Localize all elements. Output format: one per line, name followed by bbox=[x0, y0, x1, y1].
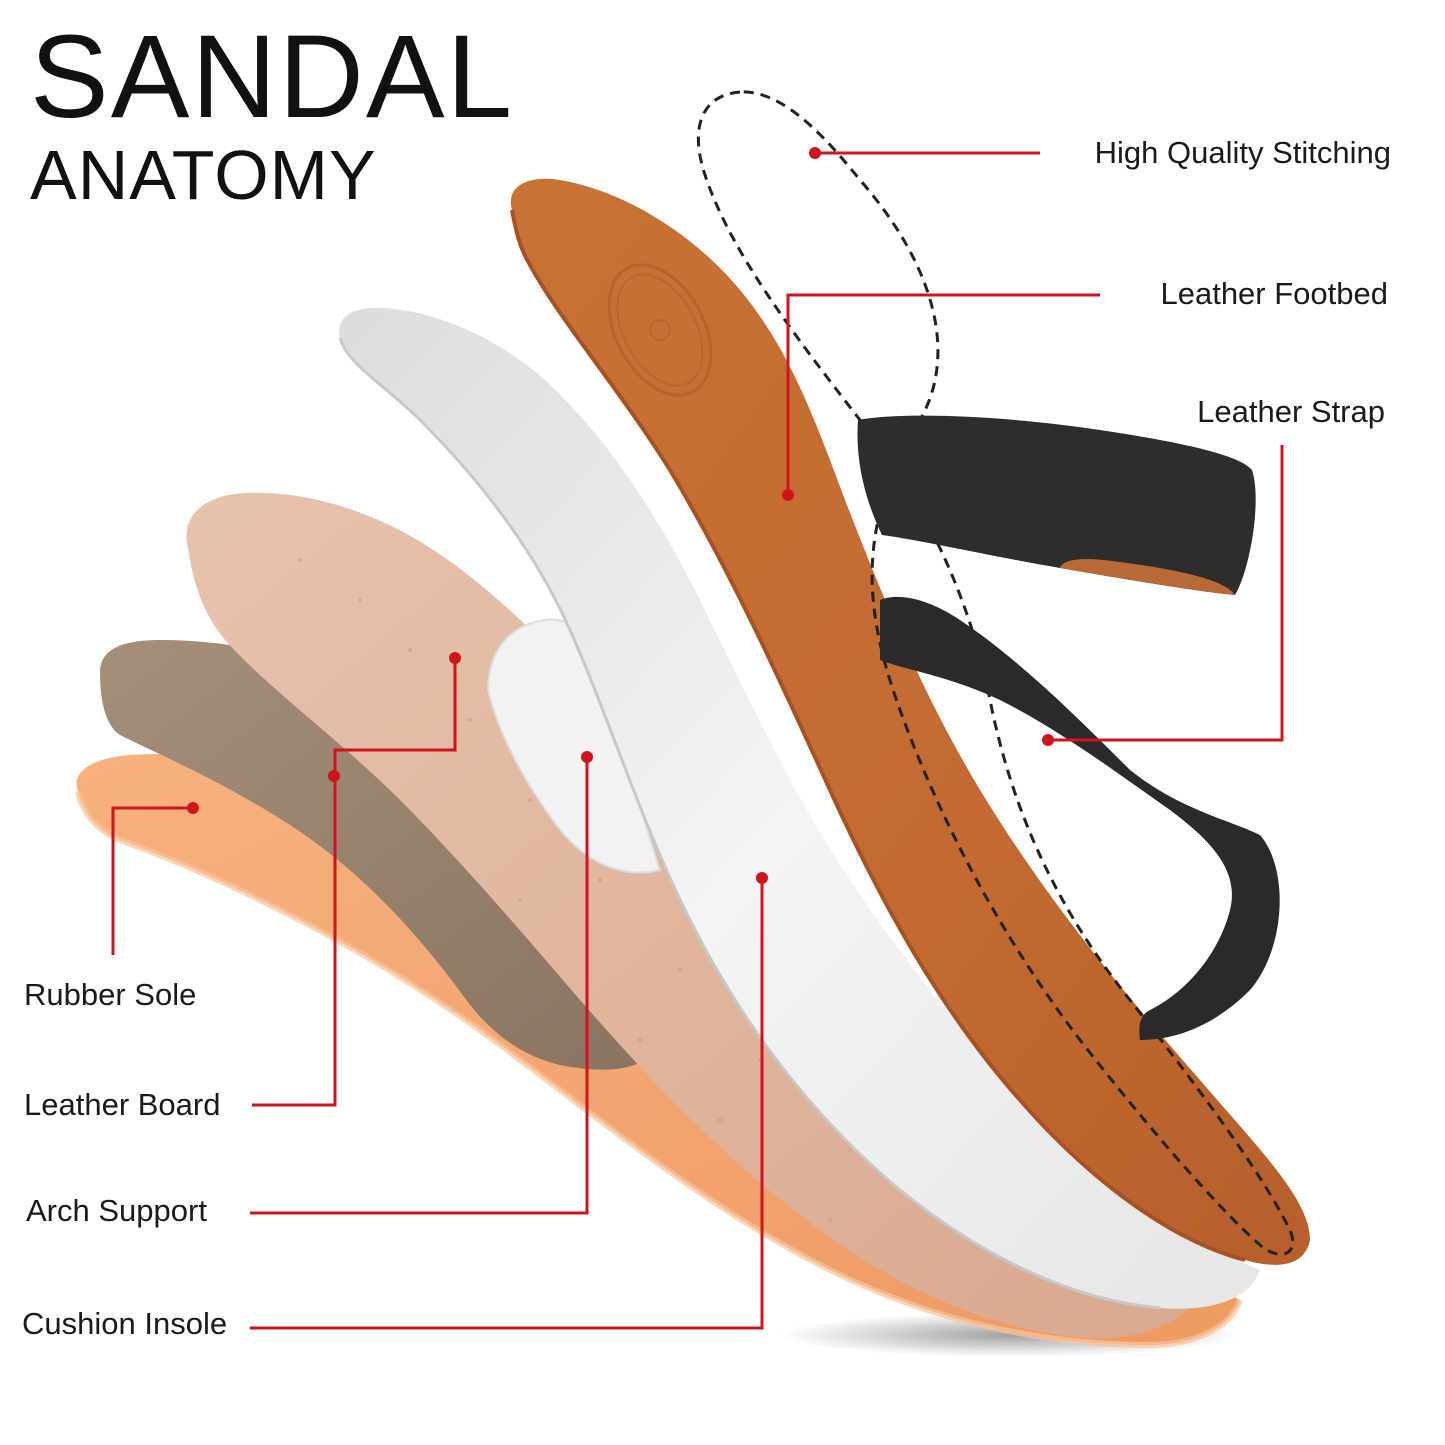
label-high-quality-stitching: High Quality Stitching bbox=[1095, 137, 1391, 168]
label-arch-support: Arch Support bbox=[26, 1195, 207, 1226]
leather-strap-upper bbox=[857, 416, 1255, 595]
label-leather-footbed: Leather Footbed bbox=[1160, 278, 1388, 309]
label-leather-strap: Leather Strap bbox=[1197, 396, 1385, 427]
label-rubber-sole: Rubber Sole bbox=[24, 979, 196, 1010]
label-cushion-insole: Cushion Insole bbox=[22, 1308, 227, 1339]
label-leather-board: Leather Board bbox=[24, 1089, 220, 1120]
